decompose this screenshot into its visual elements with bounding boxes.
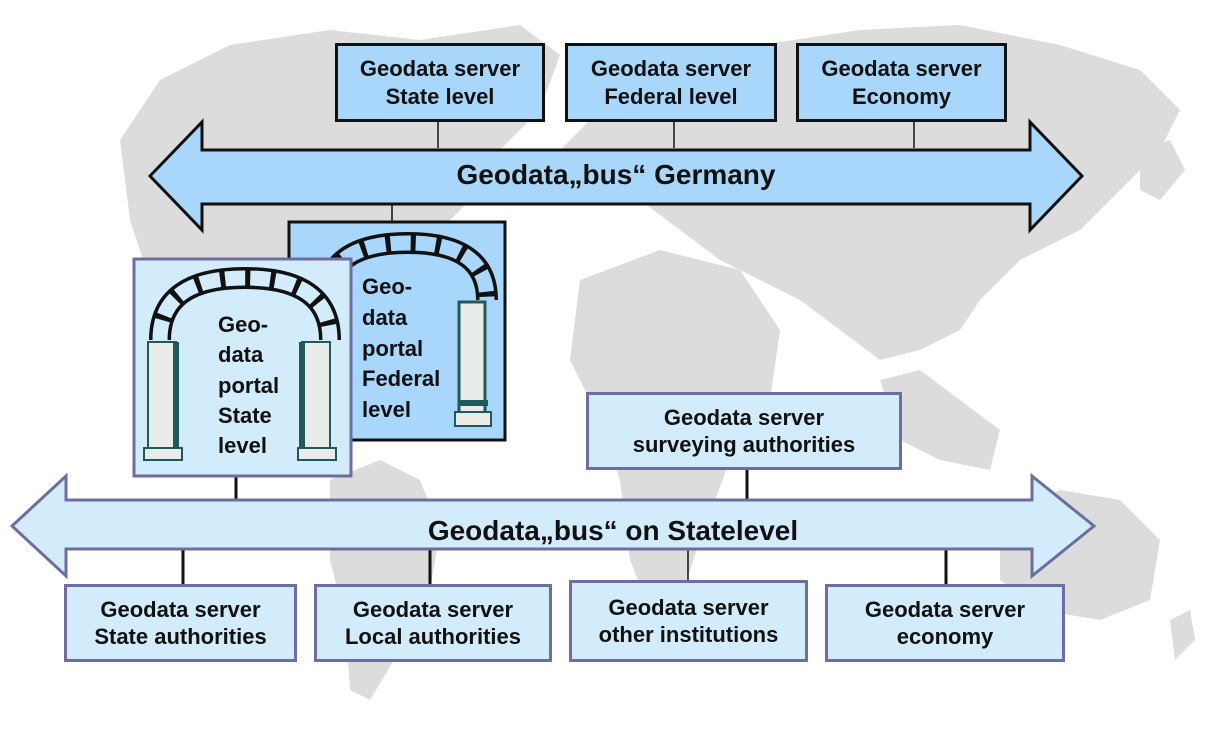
server-subtitle: State level	[385, 83, 495, 109]
portal-label-line: Geo-	[218, 312, 269, 337]
portal-label-line: data	[362, 304, 408, 330]
federal-portal-label: Geo- data portal Federal level	[362, 272, 440, 426]
portal-label-line: level	[362, 397, 411, 423]
server-subtitle: other institutions	[598, 622, 779, 647]
server-box-economy: Geodata server Economy	[796, 43, 1007, 122]
portal-label-line: Geo-	[362, 274, 413, 299]
portal-label-line: Federal	[362, 366, 441, 392]
server-title: Geodata server	[100, 596, 261, 622]
server-title: Geodata server	[821, 56, 982, 81]
portal-label-line: portal	[362, 335, 424, 361]
server-title: Geodata server	[359, 56, 521, 81]
server-title: Geodata server	[590, 56, 752, 81]
server-title: Geodata server	[663, 404, 825, 430]
federal-bus-arrow	[147, 118, 1085, 234]
portal-label-line: data	[218, 342, 264, 368]
portal-label-line: level	[218, 433, 267, 459]
server-box-federal-level: Geodata server Federal level	[565, 43, 777, 122]
server-box-surveying-authorities: Geodata server surveying authorities	[586, 392, 902, 470]
arch-icon	[143, 266, 341, 461]
server-box-local-authorities: Geodata server Local authorities	[314, 584, 552, 662]
server-subtitle: Federal level	[604, 83, 738, 109]
federal-bus-label: Geodata„bus“ Germany	[456, 159, 776, 190]
state-portal-panel	[132, 257, 353, 478]
portal-label-line: portal	[218, 372, 280, 398]
server-title: Geodata server	[352, 596, 514, 622]
server-subtitle: State authorities	[94, 624, 267, 649]
server-subtitle: Economy	[851, 83, 952, 109]
state-bus-label: Geodata„bus“ on Statelevel	[427, 515, 799, 546]
server-box-other-institutions: Geodata server other institutions	[569, 580, 808, 662]
server-box-economy-state: Geodata server economy	[825, 584, 1065, 662]
server-title: Geodata server	[608, 594, 769, 620]
server-subtitle: Local authorities	[344, 624, 522, 649]
server-subtitle: surveying authorities	[632, 432, 856, 457]
server-subtitle: economy	[896, 624, 994, 649]
server-box-state-authorities: Geodata server State authorities	[64, 584, 297, 662]
state-portal-label: Geo- data portal State level	[218, 310, 279, 462]
connectors	[181, 122, 948, 584]
server-box-state-level: Geodata server State level	[335, 43, 545, 122]
server-title: Geodata server	[864, 596, 1026, 622]
portal-label-line: State	[218, 403, 272, 429]
state-bus-arrow	[9, 472, 1097, 580]
